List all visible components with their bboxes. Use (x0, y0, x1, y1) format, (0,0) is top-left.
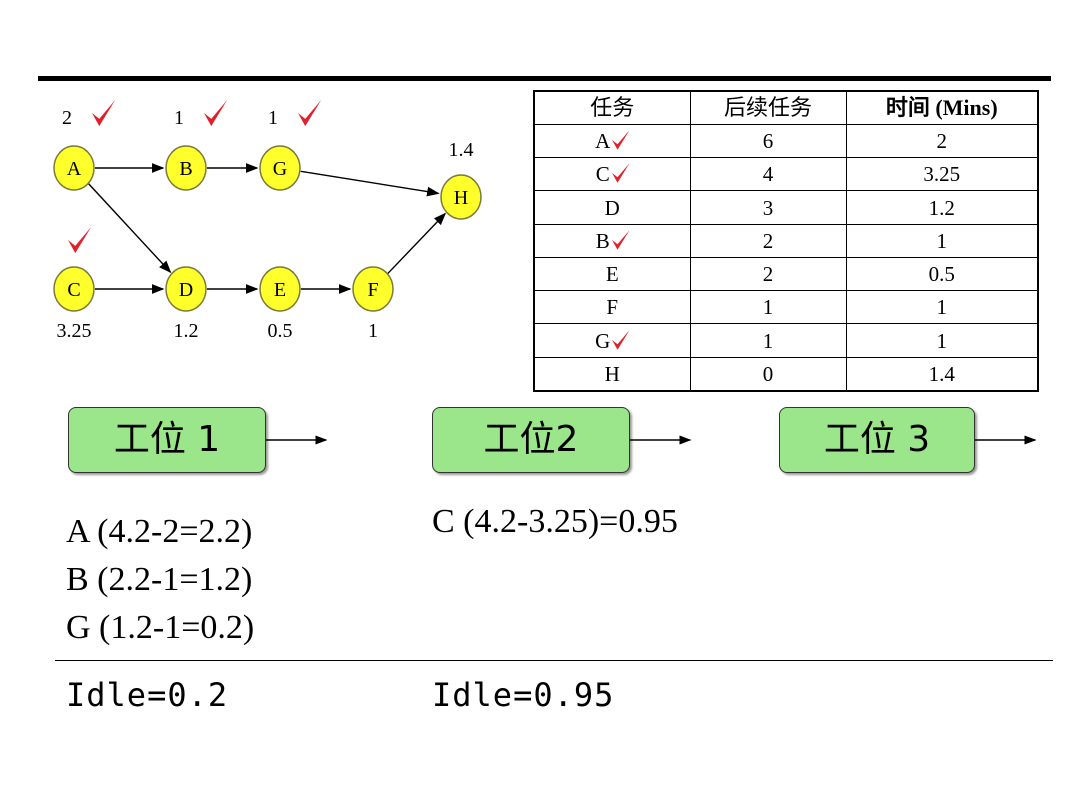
row-check-icon (611, 164, 629, 184)
node-c-time: 3.25 (57, 320, 92, 342)
row-check-icon (612, 130, 630, 150)
node-g (259, 145, 301, 191)
cell-task-label: E (605, 262, 619, 287)
cell-task-label: F (606, 295, 619, 320)
edge-a-d (87, 182, 172, 274)
calc-line-a: A (4.2-2=2.2) (66, 513, 253, 550)
station-1-box: 工位 1 (68, 407, 266, 473)
node-h (440, 174, 482, 220)
cell-task-label: G (595, 328, 611, 353)
node-b-time: 1 (174, 107, 184, 129)
node-c-label: C (67, 279, 80, 301)
cell-time: 3.25 (845, 157, 1039, 192)
node-b (165, 145, 207, 191)
cell-time: 2 (845, 123, 1039, 159)
node-d-time: 1.2 (174, 320, 199, 342)
node-d-label: D (179, 279, 193, 301)
node-d (165, 266, 207, 312)
cell-followers: 6 (689, 123, 847, 159)
node-c (53, 266, 95, 312)
edge-g-h (300, 170, 440, 197)
cell-task: E (533, 256, 691, 292)
node-f-label: F (367, 279, 378, 301)
cell-task: D (533, 190, 691, 225)
calc-line-b: B (2.2-1=1.2) (66, 561, 253, 598)
node-g-check-icon (298, 100, 322, 127)
row-check-icon (611, 230, 629, 250)
cell-followers: 1 (689, 290, 847, 325)
bottom-rule (55, 660, 1053, 661)
idle-station-1: Idle=0.2 (66, 676, 229, 714)
station-1-calcs: A (4.2-2=2.2) B (2.2-1=1.2) G (1.2-1=0.2… (66, 508, 254, 652)
cell-task-label: A (595, 129, 611, 154)
node-b-label: B (179, 158, 192, 180)
cell-time: 1.2 (845, 190, 1039, 225)
cell-followers: 1 (689, 323, 847, 358)
node-a-label: A (67, 158, 82, 180)
cell-task-label: D (604, 195, 620, 220)
header-task: 任务 (533, 90, 691, 125)
cell-task-label: H (604, 361, 620, 386)
header-followers: 后续任务 (689, 90, 847, 125)
table-header-row: 任务 后续任务 时间 (Mins) (533, 90, 1039, 125)
edge-f-h (387, 212, 447, 275)
node-a-check-icon (92, 100, 116, 127)
cell-time: 1 (845, 223, 1039, 258)
node-a-time: 2 (62, 107, 72, 129)
station-3-box: 工位 3 (779, 407, 975, 473)
cell-followers: 3 (689, 190, 847, 225)
cell-followers: 2 (689, 256, 847, 292)
cell-task: H (533, 356, 691, 392)
calc-line-c: C (4.2-3.25)=0.95 (432, 503, 678, 540)
node-e (259, 266, 301, 312)
cell-followers: 4 (689, 157, 847, 192)
cell-task: C (533, 157, 691, 192)
idle-station-2: Idle=0.95 (432, 676, 615, 714)
node-a (53, 145, 95, 191)
header-time: 时间 (Mins) (845, 90, 1039, 125)
cell-task-label: C (595, 162, 610, 187)
cell-task: B (533, 223, 691, 258)
calc-line-g: G (1.2-1=0.2) (66, 609, 255, 646)
node-e-label: E (274, 279, 286, 301)
node-b-check-icon (204, 100, 228, 127)
station-2-calcs: C (4.2-3.25)=0.95 (432, 498, 678, 546)
cell-task: G (533, 323, 691, 358)
node-g-time: 1 (268, 107, 278, 129)
row-check-icon (612, 330, 630, 350)
cell-followers: 2 (689, 223, 847, 258)
node-c-check-icon (68, 227, 92, 254)
node-f-time: 1 (368, 320, 378, 342)
cell-task: A (533, 123, 691, 159)
cell-time: 1 (845, 290, 1039, 325)
cell-time: 1 (845, 323, 1039, 358)
cell-task: F (533, 290, 691, 325)
station-2-box: 工位2 (432, 407, 630, 473)
cell-task-label: B (595, 228, 610, 253)
node-h-label: H (454, 187, 468, 209)
node-f (352, 266, 394, 312)
top-rule (38, 76, 1051, 81)
cell-time: 0.5 (845, 256, 1039, 292)
node-h-time: 1.4 (449, 139, 474, 161)
cell-time: 1.4 (845, 356, 1039, 392)
cell-followers: 0 (689, 356, 847, 392)
node-e-time: 0.5 (268, 320, 293, 342)
node-g-label: G (273, 158, 287, 180)
